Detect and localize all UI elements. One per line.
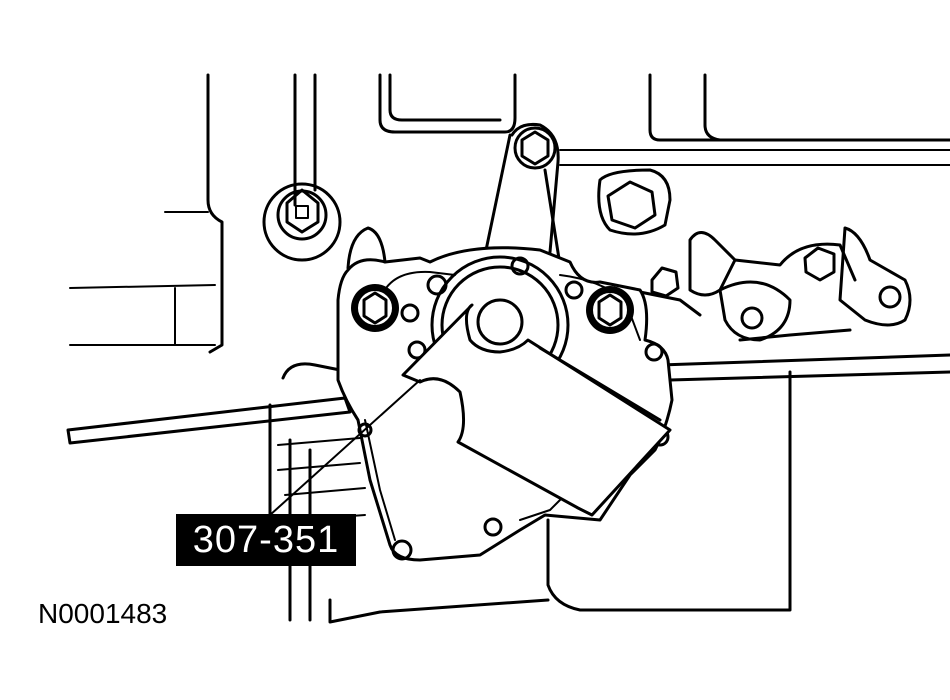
sensor-bolt-right bbox=[586, 286, 634, 334]
transmission-case bbox=[66, 73, 950, 624]
alignment-tool bbox=[401, 303, 672, 517]
sensor-bolt-left bbox=[351, 284, 399, 332]
tool-callout-label: 307-351 bbox=[176, 514, 356, 566]
callout-leader bbox=[269, 379, 421, 516]
figure-id: N0001483 bbox=[38, 598, 168, 629]
bracket-holes bbox=[740, 285, 902, 330]
case-bolt-top bbox=[483, 123, 562, 267]
case-bolt-small-1 bbox=[650, 266, 680, 298]
case-bolt-left bbox=[262, 182, 342, 262]
case-bolt-right bbox=[606, 180, 657, 230]
case-bolt-small-2 bbox=[803, 246, 836, 282]
